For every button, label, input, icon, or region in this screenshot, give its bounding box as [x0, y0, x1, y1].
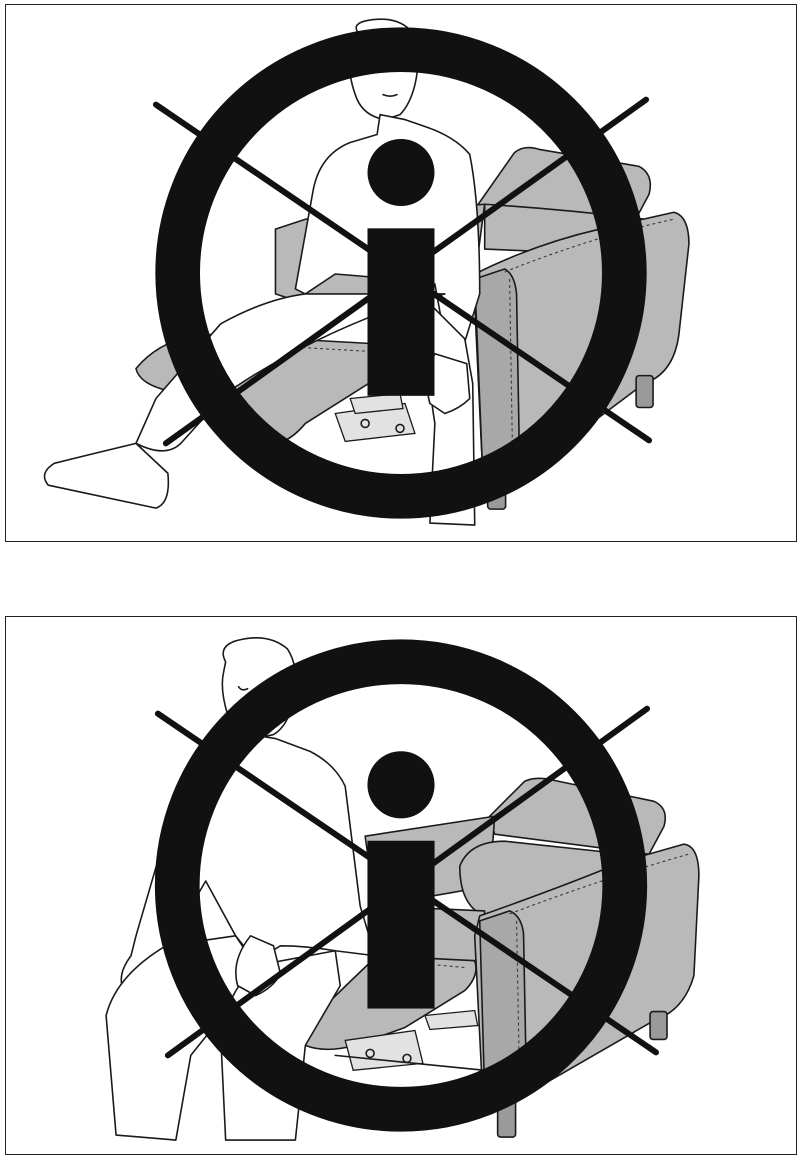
illustration-panel-1 — [5, 4, 797, 542]
chair-leg-back — [649, 1010, 668, 1041]
chair-leg-back — [635, 374, 654, 409]
info-icon — [154, 639, 648, 1132]
recliner-mechanism — [334, 392, 416, 443]
recliner-mechanism — [334, 1009, 486, 1072]
info-icon — [155, 27, 647, 519]
illustration-panel-2 — [5, 616, 797, 1155]
